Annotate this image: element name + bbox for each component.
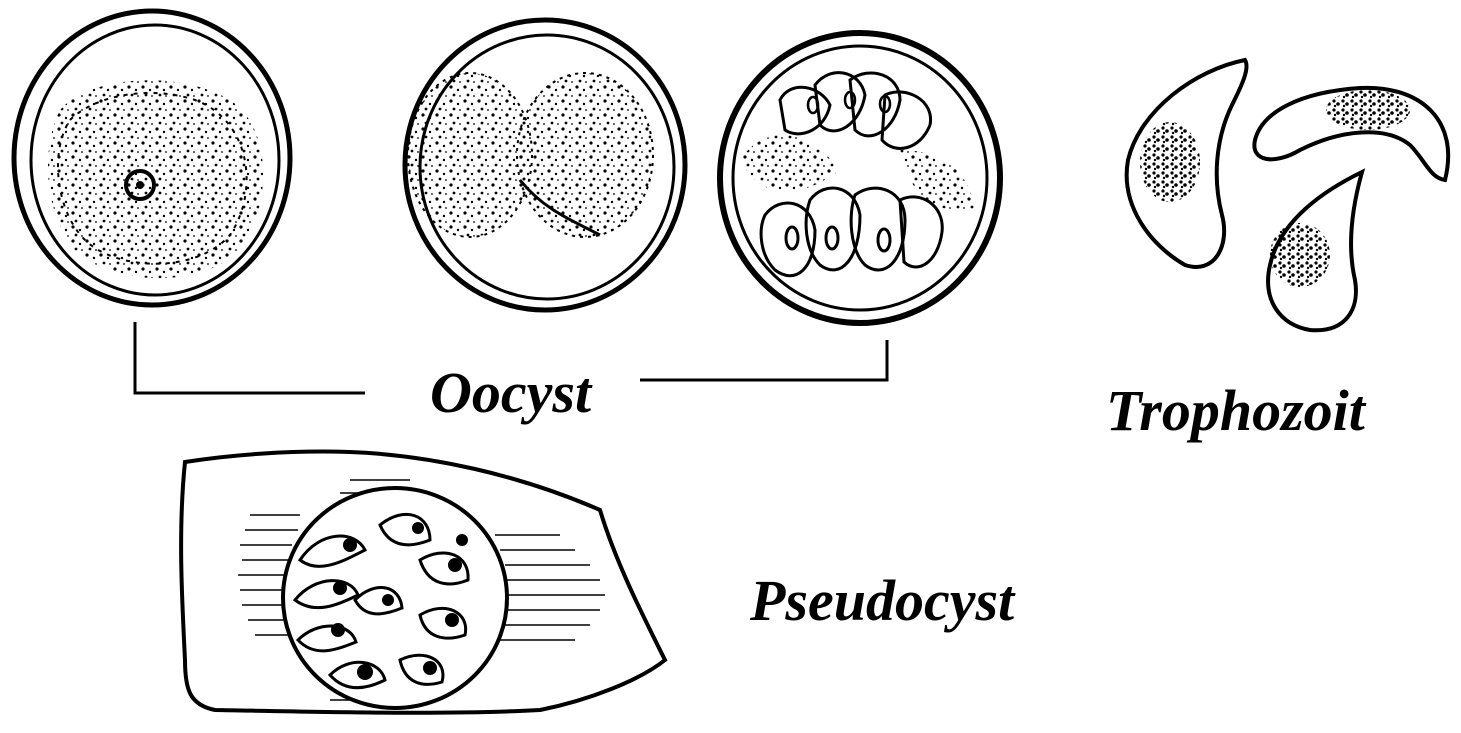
pseudocyst (181, 452, 665, 713)
trophozoites (1127, 60, 1448, 330)
oocyst-two-sporoblasts (405, 20, 685, 310)
oocyst-sporulated (720, 33, 1000, 323)
oocyst-label: Oocyst (430, 364, 591, 422)
oocyst-unsporulated (14, 11, 290, 305)
pseudocyst-label: Pseudocyst (750, 572, 1014, 630)
trophozoite-label: Trophozoit (1106, 382, 1365, 440)
